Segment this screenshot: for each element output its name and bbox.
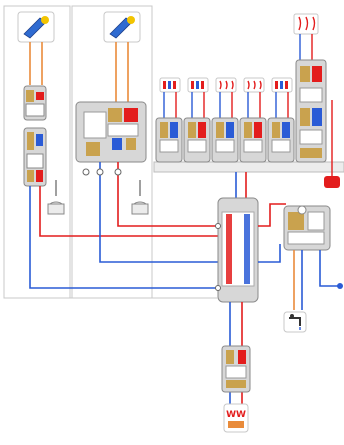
expansion-vessel-icon (131, 201, 149, 215)
radiator-icon (243, 77, 265, 93)
boiler-pipes (229, 302, 243, 404)
pump-group (155, 59, 327, 163)
boiler-pump-group (221, 345, 251, 393)
solar-panel-icon (17, 11, 55, 43)
manifold-to-storage-pipes (235, 172, 247, 200)
boiler-label: WW (226, 410, 246, 420)
solar-panel-icon (103, 11, 141, 43)
solar-station-left (23, 85, 47, 187)
solar-station-right (75, 101, 147, 163)
radiator-icon (293, 13, 319, 35)
radiator-icon (271, 77, 293, 93)
boiler-icon: WW (223, 403, 249, 433)
connection-fittings (82, 168, 343, 291)
fresh-water-station (283, 205, 331, 251)
expansion-vessel-icon (324, 100, 340, 188)
radiator-icon (159, 77, 181, 93)
buffer-storage-tank (217, 197, 259, 303)
expansion-vessel-icon (47, 201, 65, 215)
dhw-pipes (293, 250, 340, 310)
radiator-manifold (153, 13, 344, 173)
faucet-icon (283, 311, 307, 333)
tank-to-dhw-pipes (258, 203, 286, 263)
solar-pipes (29, 42, 129, 102)
radiator-icon (215, 77, 237, 93)
solar-to-storage-pipes (29, 162, 218, 289)
radiator-icon (187, 77, 209, 93)
